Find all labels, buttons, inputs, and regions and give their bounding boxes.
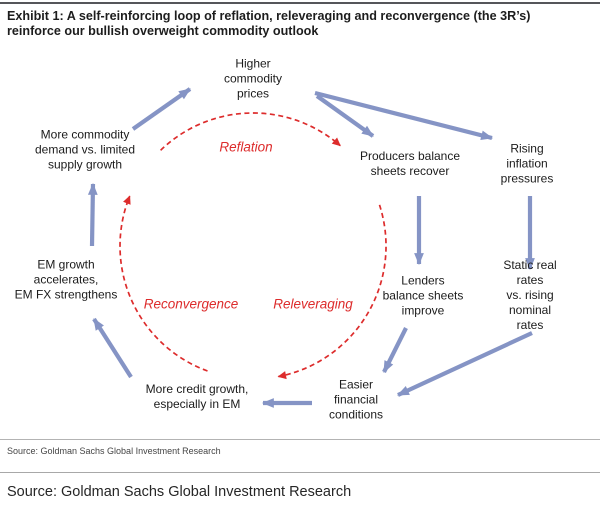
arrow-higher-to-producers bbox=[315, 94, 375, 138]
arrow-static-to-easier bbox=[397, 331, 533, 397]
node-easier-financial-conditions: Easier financial conditions bbox=[328, 377, 384, 422]
arrow-higher-to-rising bbox=[314, 90, 494, 141]
arrow-credit-to-em bbox=[92, 317, 133, 379]
exhibit-title: Exhibit 1: A self-reinforcing loop of re… bbox=[7, 9, 531, 39]
top-divider bbox=[0, 2, 600, 4]
arrow-demand-to-higher bbox=[131, 87, 192, 131]
node-producers-balance-sheets: Producers balance sheets recover bbox=[359, 149, 461, 178]
releveraging-label: Releveraging bbox=[273, 296, 353, 312]
reflation-label: Reflation bbox=[219, 139, 273, 155]
reconvergence-arc bbox=[119, 195, 208, 372]
node-em-growth-accelerates: EM growth accelerates, EM FX strengthens bbox=[14, 257, 118, 302]
node-more-credit-growth: More credit growth, especially in EM bbox=[145, 382, 249, 411]
reconvergence-label: Reconvergence bbox=[143, 296, 239, 312]
source-note: Source: Goldman Sachs Global Investment … bbox=[7, 446, 221, 456]
node-rising-inflation-pressures: Rising inflation pressures bbox=[500, 141, 554, 186]
footer-divider-bottom bbox=[0, 472, 600, 473]
node-more-commodity-demand: More commodity demand vs. limited supply… bbox=[34, 127, 136, 172]
releveraging-arc bbox=[277, 204, 387, 380]
footer-divider-top bbox=[0, 439, 600, 440]
node-static-real-rates: Static real rates vs. rising nominal rat… bbox=[503, 257, 557, 332]
arrow-lenders-to-easier bbox=[382, 327, 408, 373]
caption-source: Source: Goldman Sachs Global Investment … bbox=[7, 484, 352, 500]
node-higher-commodity-prices: Higher commodity prices bbox=[223, 56, 283, 101]
node-lenders-balance-sheets: Lenders balance sheets improve bbox=[382, 273, 464, 318]
arrow-em-to-demand bbox=[87, 182, 98, 247]
